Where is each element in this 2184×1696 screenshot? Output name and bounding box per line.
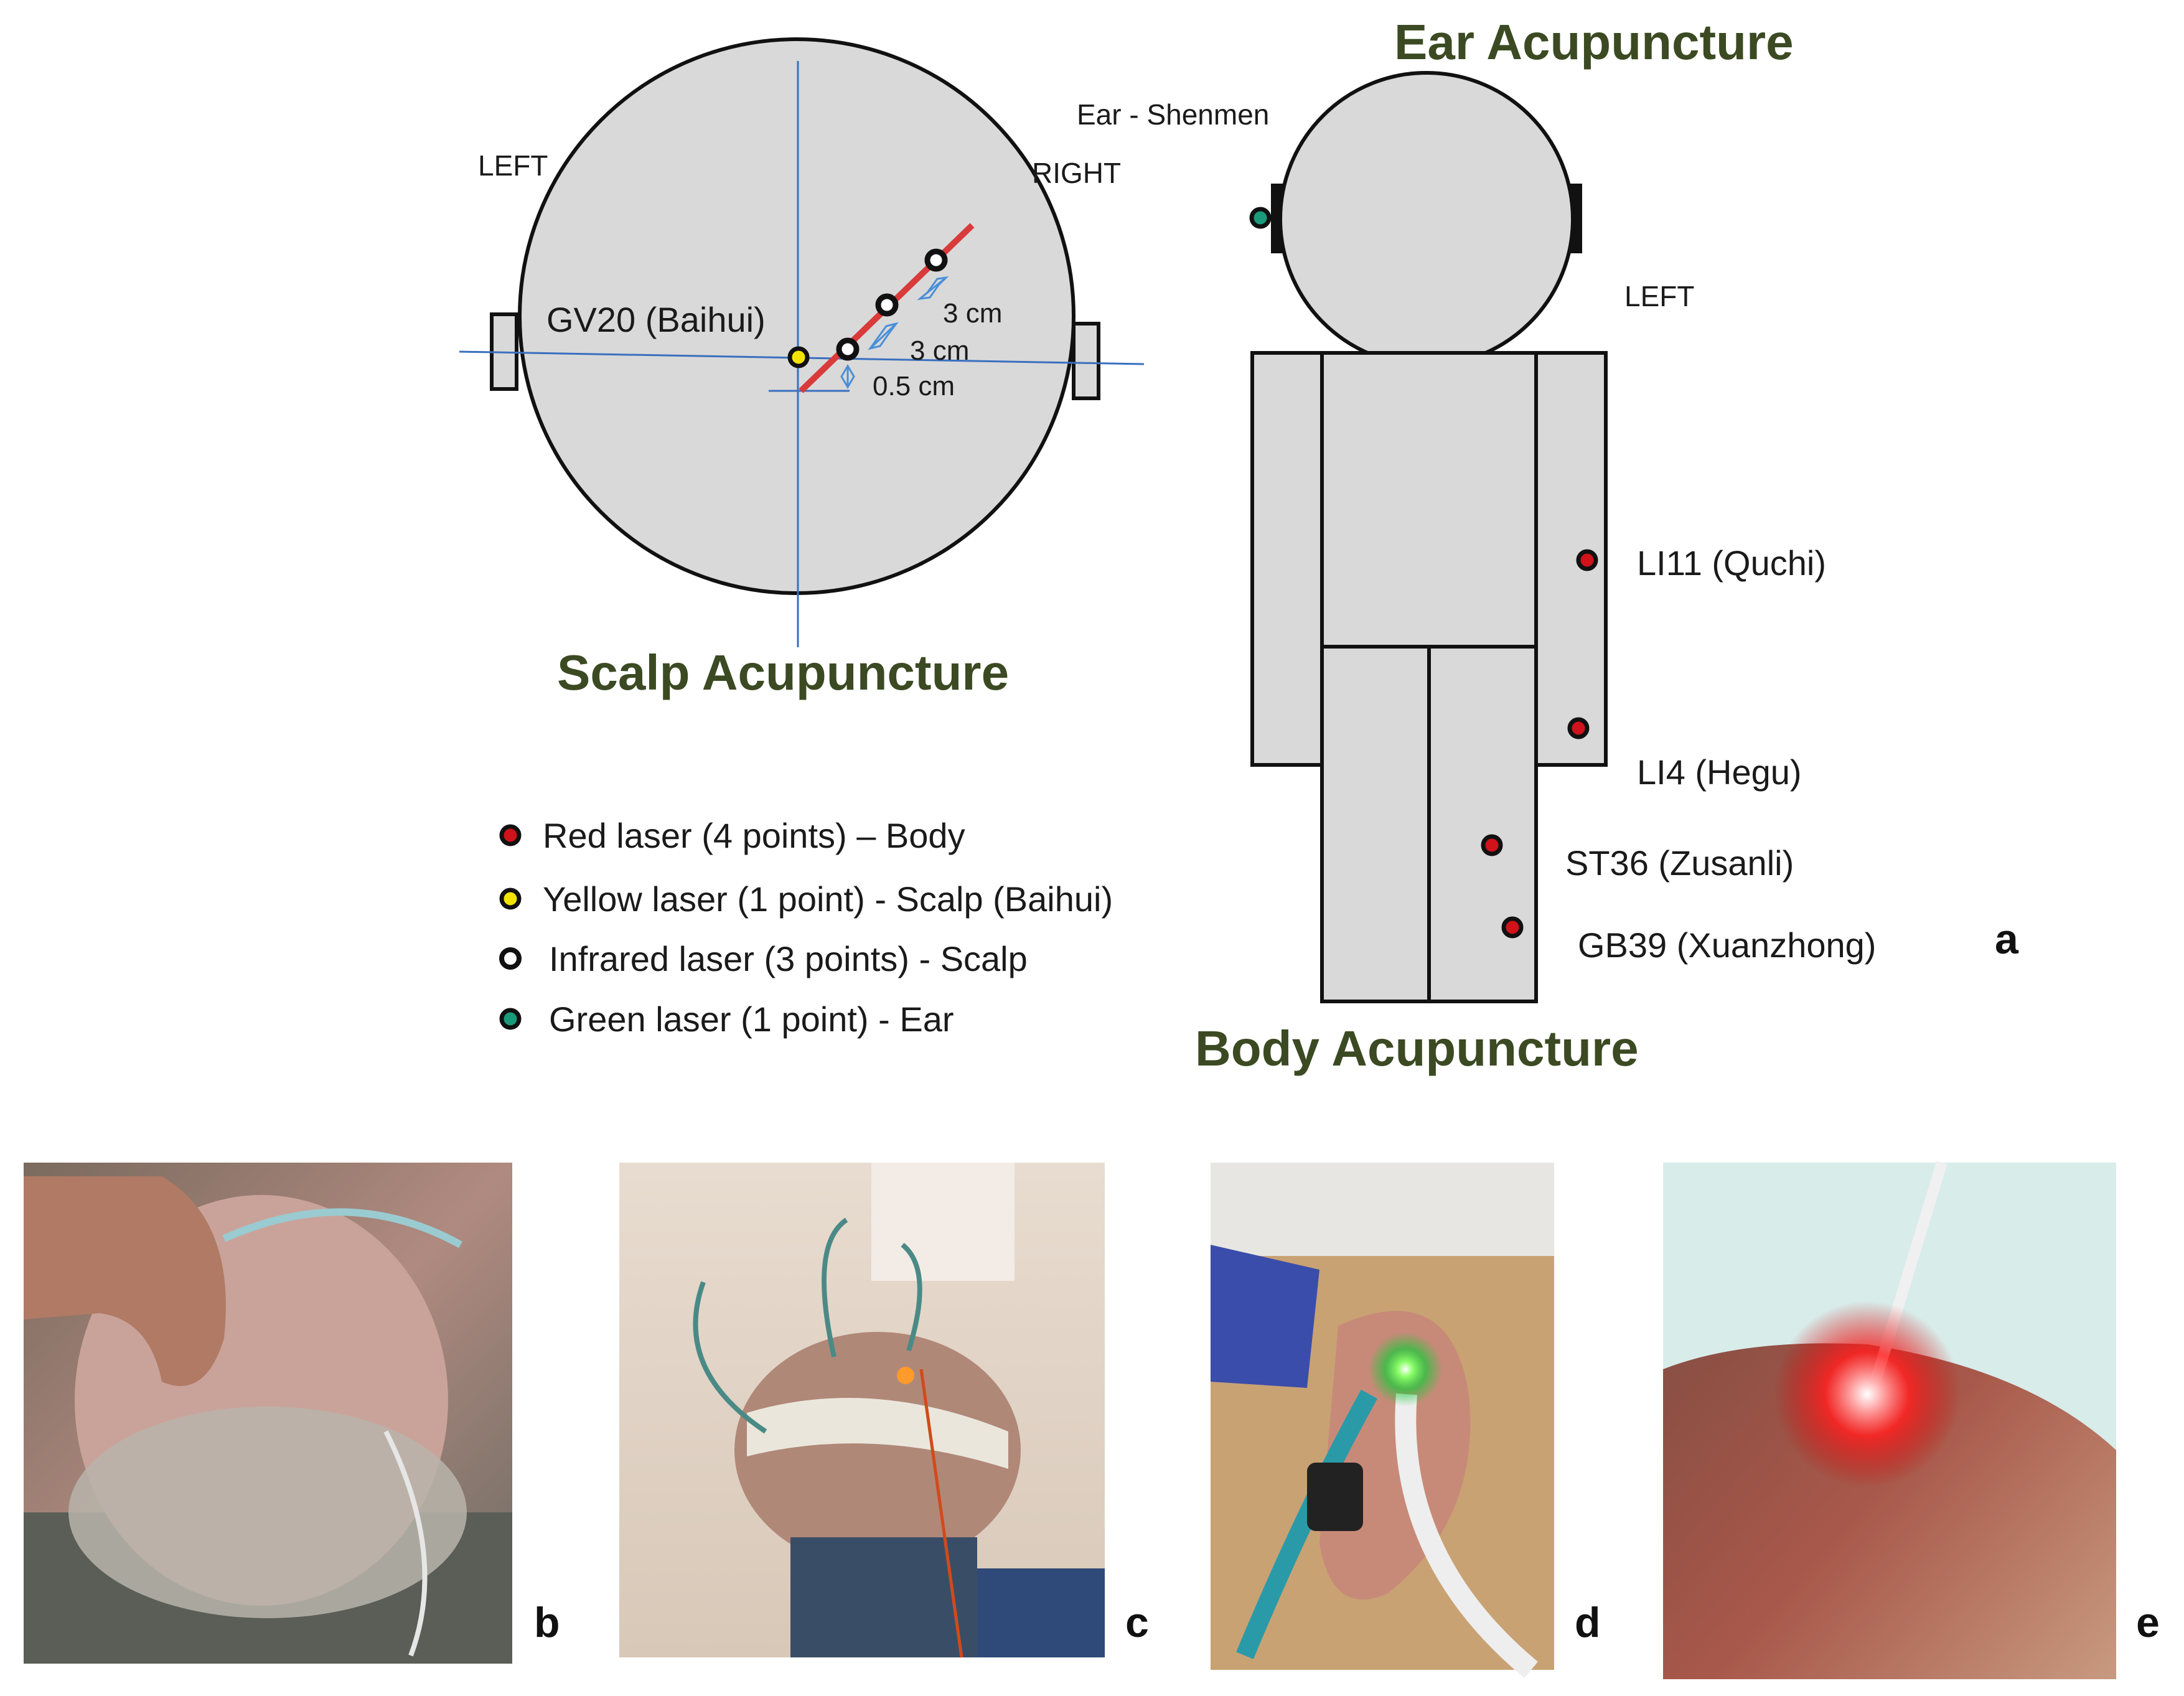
panel-letter-a: a xyxy=(1995,916,2019,963)
photo-d-coiled-cord xyxy=(1395,1393,1538,1679)
photo-e-red-glow xyxy=(1774,1301,1961,1488)
photo-b-hair xyxy=(68,1407,467,1618)
scalp-dim-label-2: 3 cm xyxy=(910,335,969,366)
photo-c-bed xyxy=(971,1568,1105,1657)
legend-red-swatch xyxy=(499,824,522,846)
scalp-infrared-point-3 xyxy=(836,337,860,361)
photo-c-harness xyxy=(747,1398,1008,1469)
scalp-dim-label-3: 0.5 cm xyxy=(873,371,955,401)
scalp-dim-diamond-3 xyxy=(840,364,855,389)
panel-letter-c: c xyxy=(1125,1599,1149,1646)
legend-infrared-swatch xyxy=(499,947,522,970)
photo-b-harness-band xyxy=(222,1208,462,1249)
legend-red-text: Red laser (4 points) – Body xyxy=(543,816,965,855)
photo-d-device xyxy=(1211,1245,1319,1388)
photo-d-curtain xyxy=(1211,1163,1554,1256)
body-head-circle xyxy=(1278,71,1575,367)
body-torso xyxy=(1320,351,1538,649)
body-diagram: Ear Acupuncture Ear - Shenmen LEFT LI11 … xyxy=(1077,14,2019,1076)
scalp-dim-diamond-2 xyxy=(868,322,899,350)
photo-c-red-wire xyxy=(919,1369,963,1658)
body-label-li11: LI11 (Quchi) xyxy=(1637,543,1826,583)
legend-green-text: Green laser (1 point) - Ear xyxy=(549,1000,954,1039)
body-right-leg xyxy=(1427,645,1538,1003)
photo-c-laser-glow xyxy=(897,1367,914,1384)
photo-b-cable xyxy=(383,1430,428,1657)
ear-title: Ear Acupuncture xyxy=(1394,14,1794,70)
scalp-title: Scalp Acupuncture xyxy=(557,645,1009,700)
legend-yellow-swatch xyxy=(499,888,522,910)
scalp-dim-label-1: 3 cm xyxy=(943,298,1002,329)
photo-c-neck xyxy=(790,1537,977,1657)
body-point-st36 xyxy=(1481,834,1503,856)
panel-letter-b: b xyxy=(534,1599,560,1646)
photo-b-hand xyxy=(24,1176,226,1386)
photo-b: b xyxy=(24,1163,560,1664)
body-label-gb39: GB39 (Xuanzhong) xyxy=(1578,925,1876,965)
scalp-infrared-point-2 xyxy=(875,293,899,317)
scalp-infrared-point-1 xyxy=(924,248,948,272)
photo-c-cable-2 xyxy=(901,1242,922,1352)
panel-letter-e: e xyxy=(2136,1599,2160,1646)
scalp-right-ear xyxy=(1072,322,1100,400)
scalp-head-circle xyxy=(518,37,1076,595)
legend: Red laser (4 points) – Body Yellow laser… xyxy=(499,816,1113,1039)
body-left-leg xyxy=(1320,645,1431,1003)
photo-d-clip xyxy=(1307,1463,1363,1531)
scalp-dim-arrow-2 xyxy=(869,322,898,350)
ear-point-label: Ear - Shenmen xyxy=(1077,98,1269,131)
body-point-li4 xyxy=(1567,717,1590,739)
scalp-diagram: LEFT RIGHT GV20 (Baihui) 3 cm 3 cm 0.5 c… xyxy=(459,37,1145,700)
body-left-arm xyxy=(1250,351,1324,767)
photo-d: d xyxy=(1211,1163,1601,1679)
photo-c: c xyxy=(619,1163,1149,1658)
body-point-li11 xyxy=(1576,549,1598,571)
legend-yellow-text: Yellow laser (1 point) - Scalp (Baihui) xyxy=(543,879,1113,919)
legend-green-swatch xyxy=(499,1008,522,1030)
scalp-dim-diamond-1 xyxy=(917,276,949,301)
body-label-st36: ST36 (Zusanli) xyxy=(1565,843,1794,883)
body-title: Body Acupuncture xyxy=(1195,1021,1639,1076)
body-label-li4: LI4 (Hegu) xyxy=(1637,752,1802,792)
photo-c-head xyxy=(734,1332,1021,1568)
photo-c-wall-poster xyxy=(871,1163,1015,1281)
ear-green-point xyxy=(1249,207,1272,229)
legend-infrared-text: Infrared laser (3 points) - Scalp xyxy=(549,939,1028,978)
scalp-right-label: RIGHT xyxy=(1032,157,1121,189)
ear-left-label: LEFT xyxy=(1624,280,1694,312)
panel-letter-d: d xyxy=(1575,1599,1601,1646)
scalp-point-label: GV20 (Baihui) xyxy=(546,300,766,339)
photo-d-green-glow xyxy=(1368,1332,1443,1407)
scalp-yellow-point xyxy=(787,346,810,368)
photo-e: e xyxy=(1663,1161,2160,1679)
scalp-left-label: LEFT xyxy=(478,149,548,182)
photo-c-cable-3 xyxy=(693,1281,767,1434)
body-point-gb39 xyxy=(1501,916,1524,939)
photo-c-cable-1 xyxy=(822,1217,848,1357)
